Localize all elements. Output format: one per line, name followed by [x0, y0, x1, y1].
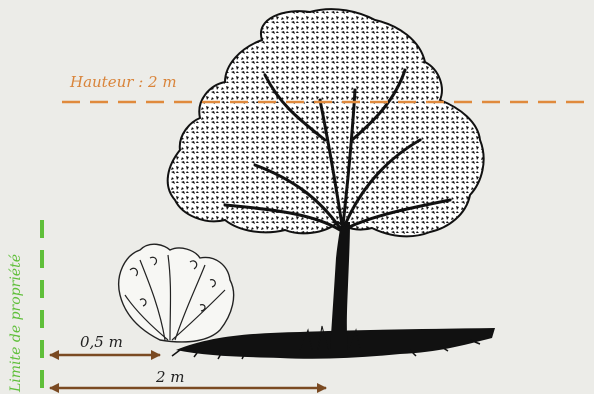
distance-small-label: 0,5 m	[80, 333, 123, 351]
distance-large-label: 2 m	[156, 368, 185, 386]
height-label: Hauteur : 2 m	[70, 73, 177, 91]
property-limit-label: Limite de propriété	[8, 254, 24, 392]
shrub-illustration	[119, 244, 234, 342]
